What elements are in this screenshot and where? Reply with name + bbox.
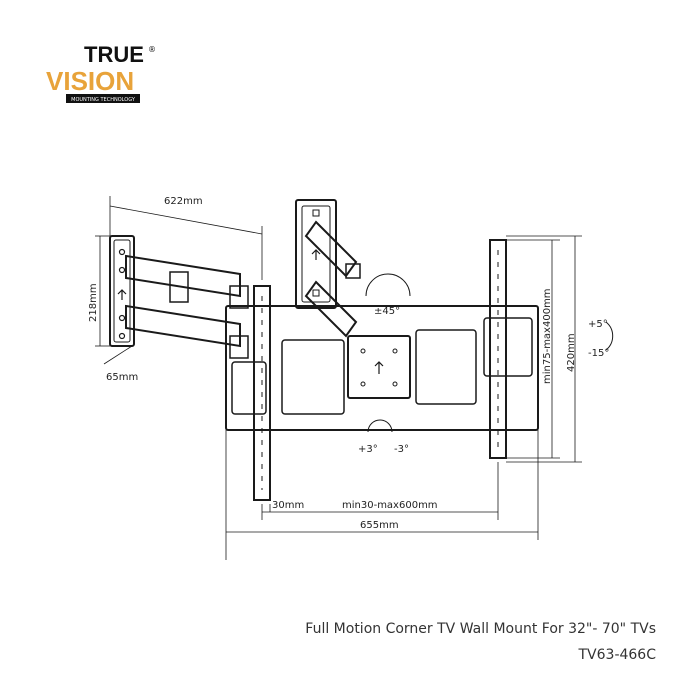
upper-arm — [304, 220, 361, 338]
label-rotate-right: -3° — [394, 444, 409, 455]
label-vesa-height: min75-max400mm — [542, 288, 553, 384]
vesa-frame — [225, 305, 539, 431]
label-wall-plate-depth: 65mm — [106, 372, 138, 383]
label-plate-height: 420mm — [566, 333, 577, 372]
label-arm-width: 622mm — [164, 196, 203, 207]
label-vesa-min-offset: 30mm — [272, 500, 304, 511]
label-wall-plate-height: 218mm — [88, 283, 99, 322]
label-rotate-left: +3° — [358, 444, 378, 455]
logo-tagline: MOUNTING TECHNOLOGY — [71, 97, 136, 103]
label-tilt-down: -15° — [588, 348, 609, 359]
rotate-arrow — [367, 419, 393, 433]
left-vertical-rail — [253, 285, 271, 501]
right-vertical-rail — [489, 239, 507, 459]
label-total-width: 655mm — [360, 520, 399, 531]
caption: Full Motion Corner TV Wall Mount For 32"… — [305, 616, 656, 668]
label-vesa-width: min30-max600mm — [342, 500, 438, 511]
dimension-lines — [95, 196, 582, 560]
logo-vision-text: VISION — [46, 66, 134, 96]
logo-registered-mark: ® — [148, 45, 156, 54]
swivel-arrow — [365, 273, 411, 297]
logo-true-text: TRUE — [84, 42, 144, 67]
left-arm — [125, 254, 249, 359]
logo-tagline-bar — [66, 94, 140, 103]
tilt-arrow — [605, 321, 614, 351]
model-number: TV63-466C — [578, 647, 657, 663]
left-wall-plate — [109, 235, 135, 347]
label-tilt-up: +5° — [588, 319, 608, 330]
product-title: Full Motion Corner TV Wall Mount For 32"… — [305, 621, 656, 637]
label-swivel: ±45° — [374, 306, 400, 317]
truevision-logo: TRUE ® VISION MOUNTING TECHNOLOGY — [46, 42, 156, 103]
upper-wall-plate — [295, 199, 337, 309]
